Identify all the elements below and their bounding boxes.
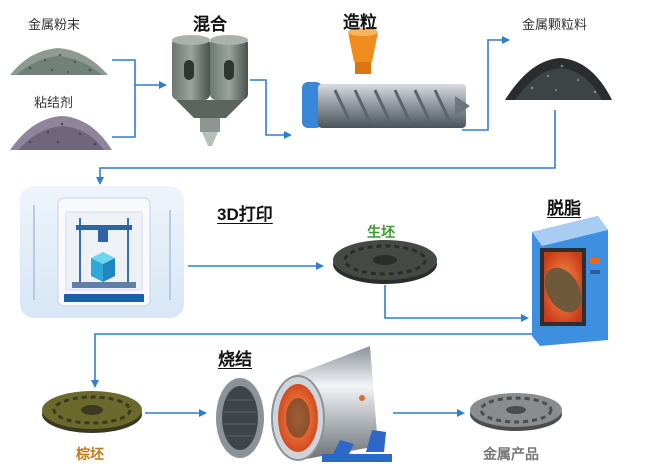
- debinding-oven-icon: [532, 216, 608, 346]
- binder-pile-icon: [10, 116, 112, 150]
- arrow-powder-to-mix: [112, 59, 167, 89]
- green-part-label: 生坯: [367, 224, 395, 240]
- arrow-green-to-debinding: [384, 285, 529, 322]
- binder-label: 粘结剂: [34, 95, 74, 110]
- printing-3d-step-label: 3D打印: [217, 205, 273, 224]
- debinding-step-label: 脱脂: [547, 199, 581, 218]
- mixing-step-label: 混合: [193, 15, 227, 34]
- gear-disc-icon: [42, 391, 142, 433]
- gear-disc-icon: [470, 393, 562, 431]
- metal-powder-label: 金属粉末: [28, 17, 81, 32]
- flow-arrows: [91, 36, 556, 417]
- metal-granules-label: 金属颗粒料: [522, 17, 588, 32]
- gear-disc-icon: [333, 240, 437, 284]
- powder-pile-icon: [10, 48, 108, 75]
- arrow-binder-to-mix: [112, 85, 136, 138]
- metal-product-label: 金属产品: [483, 446, 539, 462]
- brown-part-label: 棕坯: [76, 446, 104, 462]
- arrow-granulation-to-granules: [462, 36, 510, 131]
- printer-icon: [20, 186, 184, 318]
- sintering-furnace-icon: [216, 346, 392, 462]
- extruder-icon: [302, 28, 470, 128]
- arrow-mix-to-granulation: [250, 79, 292, 139]
- sintering-step-label: 烧结: [218, 350, 252, 369]
- granulation-step-label: 造粒: [343, 13, 377, 32]
- mixer-icon: [172, 35, 248, 146]
- arrow-granules-to-printer: [96, 110, 556, 185]
- granules-pile-icon: [505, 58, 612, 100]
